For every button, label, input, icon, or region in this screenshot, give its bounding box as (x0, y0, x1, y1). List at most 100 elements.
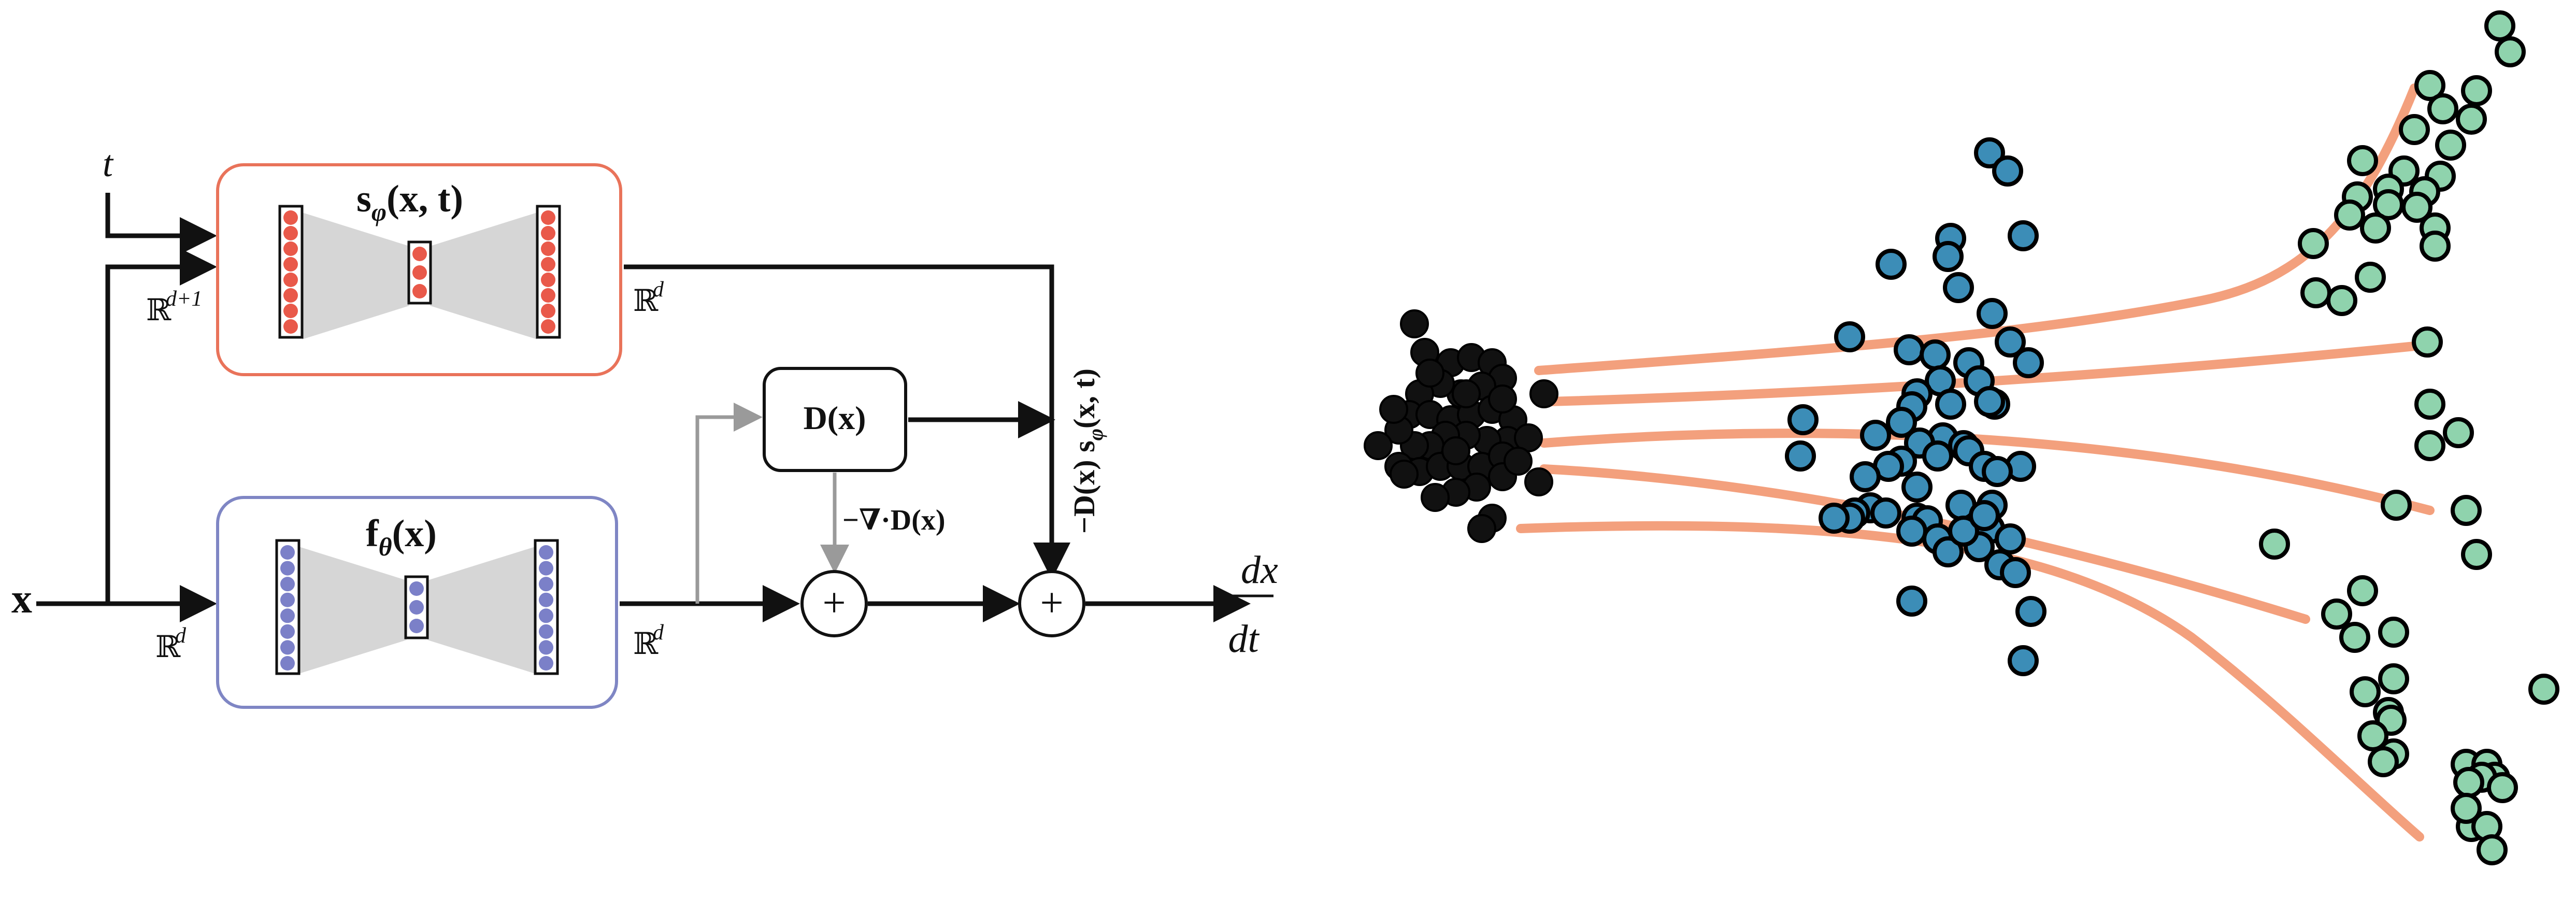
target-point (2399, 114, 2430, 145)
intermediate-point (2008, 220, 2039, 251)
target-point (2378, 663, 2409, 694)
target-point (2378, 617, 2409, 648)
intermediate-point (1860, 420, 1891, 451)
score-net-neurons (283, 210, 555, 334)
neuron (280, 608, 295, 623)
intermediate-point (1935, 389, 1966, 420)
neuron (409, 619, 424, 633)
neuron (539, 577, 553, 592)
neuron (280, 577, 295, 592)
dim-label-velocity-out: ℝ d (633, 621, 664, 661)
target-point (2368, 746, 2399, 777)
target-point (2355, 262, 2386, 293)
intermediate-point (1948, 516, 1979, 547)
velocity-net-encoder (299, 547, 407, 674)
target-point (2321, 598, 2352, 630)
svg-text:d+1: d+1 (166, 287, 202, 311)
source-point (1364, 431, 1393, 460)
target-point (2528, 674, 2559, 705)
source-point (1400, 309, 1429, 338)
neuron (283, 319, 298, 334)
target-point (2484, 10, 2515, 41)
neuron (541, 304, 555, 318)
target-point (2334, 199, 2365, 231)
svg-text:dt: dt (1228, 617, 1260, 661)
neuron (541, 319, 555, 334)
source-point (1452, 379, 1481, 408)
source-point (1379, 395, 1408, 424)
svg-text:ℝ: ℝ (633, 627, 659, 661)
target-point (2414, 70, 2445, 101)
intermediate-point (1787, 404, 1819, 435)
intermediate-point (1870, 497, 1901, 529)
intermediate-point (1977, 298, 2008, 329)
intermediate-point (1974, 137, 2005, 168)
target-point (2350, 676, 2381, 707)
source-point (1441, 436, 1470, 465)
target-point (2477, 834, 2508, 865)
target-point (2298, 228, 2329, 259)
score-network-title: sφ(x, t) (356, 178, 463, 226)
neuron (409, 581, 424, 596)
neuron (541, 273, 555, 287)
neuron (280, 561, 295, 576)
intermediate-point (1886, 407, 1917, 438)
target-point (2435, 130, 2466, 161)
target-point (2412, 326, 2443, 358)
neuron (283, 226, 298, 240)
neuron (541, 241, 555, 256)
neuron (412, 284, 427, 298)
target-point (2401, 192, 2432, 223)
input-x-label: x (11, 576, 32, 622)
velocity-network-title: fθ(x) (366, 512, 437, 561)
target-point (2339, 622, 2370, 653)
output-derivative-label: dx dt (1215, 548, 1278, 661)
score-network-block: sφ(x, t) (216, 163, 622, 376)
intermediate-point (1819, 503, 1850, 534)
target-point (2456, 104, 2487, 135)
intermediate-point (1896, 586, 1927, 617)
intermediate-point (1933, 536, 1964, 567)
neuron (280, 545, 295, 560)
diffusion-block-label: D(x) (804, 400, 866, 436)
target-point (2347, 575, 2378, 606)
intermediate-point (1894, 334, 1925, 365)
neuron (539, 624, 553, 639)
neuron (283, 257, 298, 272)
neuron (280, 624, 295, 639)
neuron (539, 561, 553, 576)
intermediate-point (1901, 472, 1933, 503)
intermediate-point (2013, 347, 2044, 378)
dim-label-velocity-in: ℝ d (155, 624, 187, 664)
neuron (283, 241, 298, 256)
dim-label-score-in: ℝ d+1 (146, 287, 202, 327)
source-point (1467, 514, 1496, 543)
target-point (2487, 772, 2518, 803)
score-output-arrow (624, 264, 1070, 580)
intermediate-point (1995, 523, 2026, 554)
target-point (2300, 277, 2331, 308)
neuron (283, 210, 298, 225)
trajectory-line (1516, 521, 2424, 842)
svg-text:+: + (1040, 580, 1063, 626)
architecture-diagram: t x ℝ d+1 ℝ d ℝ d ℝ d sφ(x, t) (11, 143, 1278, 709)
target-point (2326, 285, 2357, 316)
source-point (1504, 447, 1533, 476)
neuron (541, 257, 555, 272)
target-point (2461, 539, 2492, 570)
intermediate-point (1992, 155, 2023, 187)
intermediate-point (2000, 557, 2031, 588)
neuron (541, 288, 555, 303)
neuron (283, 288, 298, 303)
svg-text:d: d (653, 621, 664, 645)
neuron (280, 592, 295, 607)
neuron (539, 656, 553, 671)
intermediate-point (1969, 500, 2000, 531)
svg-text:ℝ: ℝ (155, 630, 181, 664)
target-point (2443, 417, 2474, 448)
svg-text:ℝ: ℝ (633, 284, 659, 318)
trajectory-illustration (1364, 10, 2559, 865)
neuron (283, 273, 298, 287)
neuron (412, 247, 427, 261)
target-point (2414, 389, 2445, 420)
